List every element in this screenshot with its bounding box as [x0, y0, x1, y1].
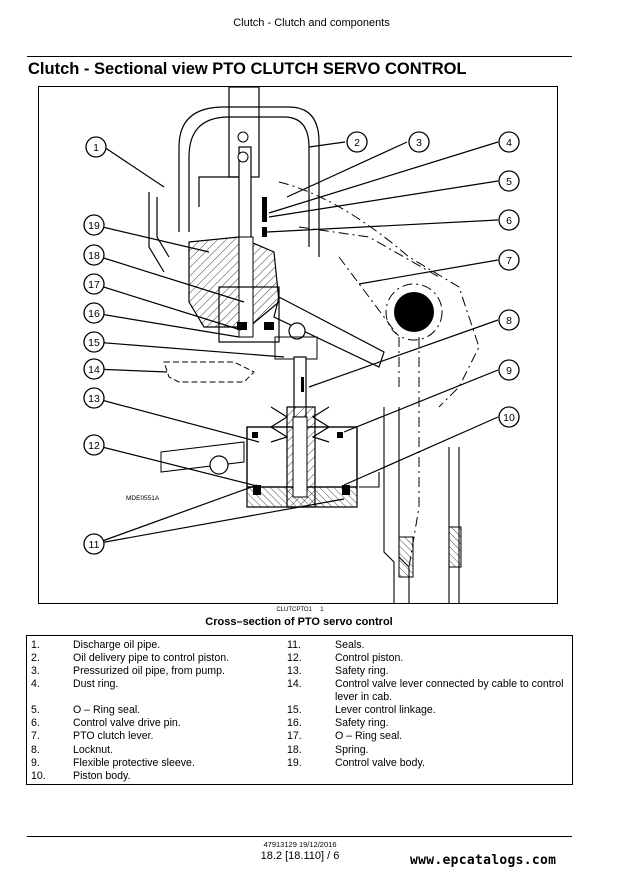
- legend-item: Piston body.: [73, 770, 131, 782]
- page-header: Clutch - Clutch and components: [233, 17, 390, 29]
- housing-outline: [278, 181, 480, 568]
- legend-num: 6.: [31, 717, 40, 729]
- svg-text:2: 2: [354, 137, 360, 149]
- legend-item: Pressurized oil pipe, from pump.: [73, 665, 225, 677]
- legend-item: Seals.: [335, 639, 365, 651]
- callout-2: 2: [346, 131, 368, 153]
- callout-17: 17: [83, 273, 105, 295]
- legend-item: PTO clutch lever.: [73, 730, 154, 742]
- callout-8: 8: [498, 309, 520, 331]
- leader-lines: [93, 141, 499, 545]
- callout-15: 15: [83, 331, 105, 353]
- legend-item: Oil delivery pipe to control piston.: [73, 652, 230, 664]
- svg-text:16: 16: [88, 308, 100, 320]
- legend-num: 17.: [287, 730, 302, 742]
- legend-item: Control piston.: [335, 652, 404, 664]
- svg-text:3: 3: [416, 137, 422, 149]
- legend-num: 1.: [31, 639, 40, 651]
- svg-text:5: 5: [506, 176, 512, 188]
- legend-table: 1. Discharge oil pipe. 2. Oil delivery p…: [26, 635, 573, 785]
- legend-item: Spring.: [335, 744, 369, 756]
- figure-code: CLUTCPTO1 1: [0, 607, 600, 613]
- legend-item: Locknut.: [73, 744, 114, 756]
- figure-code-id: CLUTCPTO1: [276, 607, 312, 613]
- svg-text:13: 13: [88, 393, 100, 405]
- svg-text:1: 1: [93, 142, 99, 154]
- callout-5: 5: [498, 170, 520, 192]
- svg-text:10: 10: [503, 412, 515, 424]
- svg-text:7: 7: [506, 255, 512, 267]
- callout-3: 3: [408, 131, 430, 153]
- callout-1: 1: [85, 136, 107, 158]
- image-code: MDE0551A: [126, 495, 160, 502]
- svg-text:18: 18: [88, 250, 100, 262]
- legend-item: Dust ring.: [73, 678, 119, 690]
- callout-6: 6: [498, 209, 520, 231]
- legend-num: 2.: [31, 652, 40, 664]
- legend-item: Control valve drive pin.: [73, 717, 181, 729]
- callout-18: 18: [83, 244, 105, 266]
- legend-num: 13.: [287, 665, 302, 677]
- legend-num: 8.: [31, 744, 40, 756]
- footer-rule: [27, 836, 572, 837]
- legend-item: Flexible protective sleeve.: [73, 757, 195, 769]
- legend-item: O – Ring seal.: [335, 730, 403, 742]
- legend-item: Safety ring.: [335, 717, 389, 729]
- callout-16: 16: [83, 302, 105, 324]
- header-rule: [27, 56, 572, 57]
- svg-text:4: 4: [506, 137, 512, 149]
- svg-text:19: 19: [88, 220, 100, 232]
- legend-num: 10.: [31, 770, 46, 782]
- callout-10: 10: [498, 406, 520, 428]
- figure-caption: Cross–section of PTO servo control: [205, 616, 393, 628]
- svg-text:11: 11: [89, 539, 100, 551]
- section-title: Clutch - Sectional view PTO CLUTCH SERVO…: [28, 60, 467, 78]
- site-watermark: www.epcatalogs.com: [410, 853, 557, 868]
- callout-12: 12: [83, 434, 105, 456]
- figure-number: 1: [320, 607, 324, 613]
- svg-text:6: 6: [506, 215, 512, 227]
- callout-11: 11: [83, 533, 105, 555]
- legend-num: 9.: [31, 757, 40, 769]
- svg-text:14: 14: [88, 364, 100, 376]
- legend-num: 5.: [31, 704, 40, 716]
- legend-num: 16.: [287, 717, 302, 729]
- svg-text:9: 9: [506, 365, 512, 377]
- legend-num: 18.: [287, 744, 302, 756]
- legend-num: 14.: [287, 678, 302, 690]
- sectional-view-figure: MDE0551A 1 2 3: [38, 86, 558, 604]
- svg-text:12: 12: [88, 440, 100, 452]
- legend-num: 19.: [287, 757, 302, 769]
- legend-item: Safety ring.: [335, 665, 389, 677]
- callout-9: 9: [498, 359, 520, 381]
- document-reference: 47913129 19/12/2016: [263, 840, 337, 849]
- page-number: 18.2 [18.110] / 6: [260, 850, 340, 862]
- callout-markers: 1 2 3 4 5 6 7 8 9 10 11 12 13 14 15 16 1…: [83, 131, 520, 555]
- callout-7: 7: [498, 249, 520, 271]
- legend-num: 3.: [31, 665, 40, 677]
- callout-13: 13: [83, 387, 105, 409]
- legend-num: 7.: [31, 730, 40, 742]
- svg-text:17: 17: [88, 279, 100, 291]
- svg-text:8: 8: [506, 315, 512, 327]
- callout-4: 4: [498, 131, 520, 153]
- legend-num: 4.: [31, 678, 40, 690]
- callout-19: 19: [83, 214, 105, 236]
- legend-item: Control valve lever connected by cable t…: [335, 678, 564, 703]
- legend-num: 11.: [287, 639, 301, 651]
- pto-servo-drawing: MDE0551A 1 2 3: [83, 87, 520, 603]
- legend-item: Lever control linkage.: [335, 704, 436, 716]
- legend-item: Discharge oil pipe.: [73, 639, 161, 651]
- legend-item: O – Ring seal.: [73, 704, 141, 716]
- legend-num: 12.: [287, 652, 302, 664]
- callout-14: 14: [83, 358, 105, 380]
- lever-pivot: [394, 292, 434, 332]
- legend-num: 15.: [287, 704, 302, 716]
- svg-text:15: 15: [88, 337, 100, 349]
- legend-item: Control valve body.: [335, 757, 425, 769]
